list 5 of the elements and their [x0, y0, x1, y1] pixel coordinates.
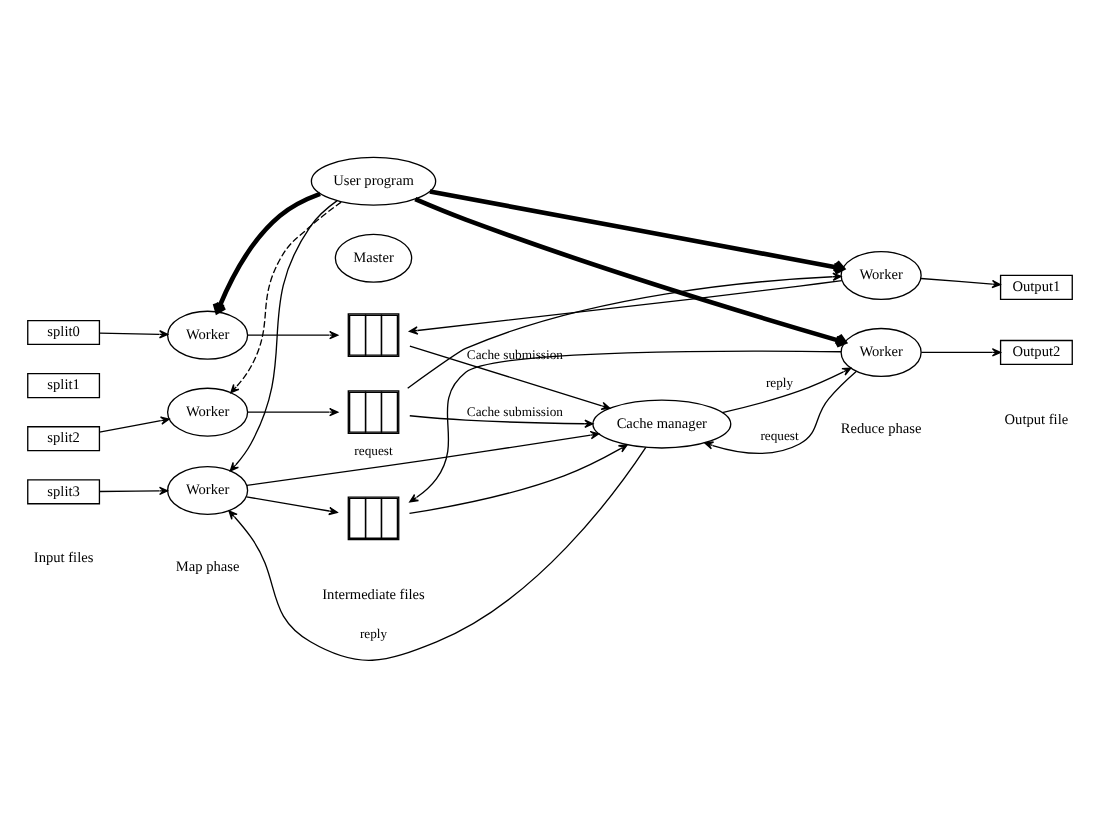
label: Input files — [33, 546, 94, 565]
label: Map phase — [175, 556, 240, 575]
label: Output file — [1004, 408, 1069, 427]
label: Reduce phase — [840, 418, 922, 437]
label: Intermediate files — [322, 584, 425, 603]
